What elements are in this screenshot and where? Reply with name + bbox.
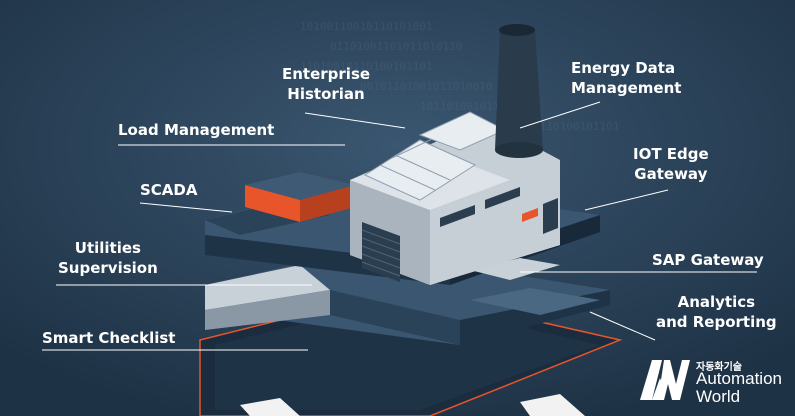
- label-sap-gateway: SAP Gateway: [652, 251, 764, 269]
- logo-line-1: Automation: [696, 369, 782, 388]
- chimney: [495, 24, 543, 158]
- label-enterprise-historian: Enterprise Historian: [282, 65, 371, 103]
- middle-platform: [205, 250, 610, 345]
- svg-text:010110100101101: 010110100101101: [520, 120, 619, 133]
- binary-pattern: 10100110010110101001 0110100110101101011…: [300, 20, 619, 133]
- label-load-management: Load Management: [118, 121, 275, 139]
- svg-text:1011010010110: 1011010010110: [420, 100, 506, 113]
- logo-korean-text: 자동화기술: [696, 362, 742, 373]
- label-smart-checklist: Smart Checklist: [42, 329, 176, 347]
- label-analytics-reporting: Analytics and Reporting: [656, 293, 777, 331]
- label-scada: SCADA: [140, 181, 198, 199]
- svg-text:11010010110100101101: 11010010110100101101: [300, 60, 432, 73]
- factory-building: [350, 111, 560, 285]
- leader-lines: [42, 101, 757, 351]
- logo-line-2: World: [696, 387, 741, 406]
- label-energy-data-management: Energy Data Management: [571, 59, 682, 97]
- aw-logo-icon: [640, 360, 690, 400]
- orange-block: [245, 172, 355, 222]
- svg-text:00101101001011010010: 00101101001011010010: [360, 80, 492, 93]
- label-utilities-supervision: Utilities Supervision: [58, 239, 158, 277]
- automation-world-logo: 자동화기술 Automation World: [638, 356, 788, 412]
- label-iot-edge-gateway: IOT Edge Gateway: [633, 145, 709, 183]
- svg-text:01101001101011010110: 01101001101011010110: [330, 40, 462, 53]
- svg-text:10100110010110101001: 10100110010110101001: [300, 20, 432, 33]
